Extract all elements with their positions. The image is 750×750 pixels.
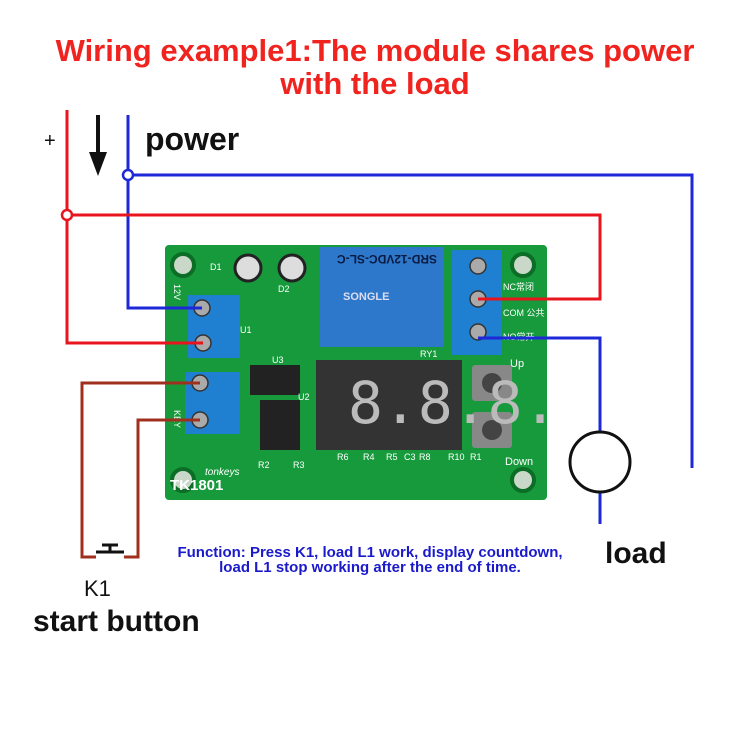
plus-label: + [44,130,56,152]
down-arrow-icon [89,115,107,176]
relay-label: RY1 [420,349,437,359]
relay-module-board: SRD-12VDC-SL-C RY1 NC常闭 COM 公共 NO常开 12V … [165,245,558,500]
positive-wire-module [65,110,203,345]
component-u3: U3 [272,355,284,365]
power-label: power [145,121,240,157]
mount-hole [170,467,196,493]
chip-u2 [260,400,300,450]
component-r4: R4 [363,452,375,462]
capacitor [233,253,263,283]
component-r6: R6 [337,452,349,462]
function-text-line-2: load L1 stop working after the end of ti… [219,559,521,576]
relay-model: SRD-12VDC-SL-C [337,252,437,266]
function-text-line-1: Function: Press K1, load L1 work, displa… [177,544,563,561]
seven-segment-display [316,360,462,450]
component-u2: U2 [298,392,310,402]
junction-dot [121,168,135,182]
board-brand: tonkeys [205,467,239,478]
key-wire-1 [80,381,200,559]
component-r1: R1 [470,452,482,462]
nc-label: NC常闭 [503,281,534,292]
component-r8: R8 [419,452,431,462]
negative-wire-load [128,173,694,468]
load-label: load [605,537,667,570]
relay [320,247,444,347]
relay-brand: SONGLE [343,291,389,303]
no-to-load-wire [478,336,602,432]
board-model: TK1801 [170,477,223,494]
down-label: Down [505,456,533,468]
load-lamp-icon [568,430,632,494]
screw [469,257,487,275]
com-label: COM 公共 [503,308,545,318]
display-digits: 8.8.8. [348,369,558,437]
k1-label: K1 [84,576,111,601]
component-r3: R3 [293,460,305,470]
component-c3: C3 [404,452,416,462]
positive-wire-com [67,213,602,301]
component-r10: R10 [448,452,465,462]
button-cap [482,373,502,393]
key-wire-2 [124,418,200,559]
mount-hole [510,467,536,493]
component-d2: D2 [278,284,290,294]
mount-hole [510,252,536,278]
12v-label: 12V [172,284,182,300]
component-d1: D1 [210,262,222,272]
component-u1: U1 [240,325,252,335]
junction-dot [60,208,74,222]
component-r2: R2 [258,460,270,470]
mount-hole [170,252,196,278]
push-switch-icon [96,543,124,554]
start-button-label: start button [33,605,200,638]
title-line-2: with the load [280,66,470,101]
screw [469,323,487,341]
up-label: Up [510,358,524,370]
chip-u3 [250,365,300,395]
capacitor [277,253,307,283]
button-cap [482,420,502,440]
component-r5: R5 [386,452,398,462]
title-line-1: Wiring example1:The module shares power [55,33,695,68]
